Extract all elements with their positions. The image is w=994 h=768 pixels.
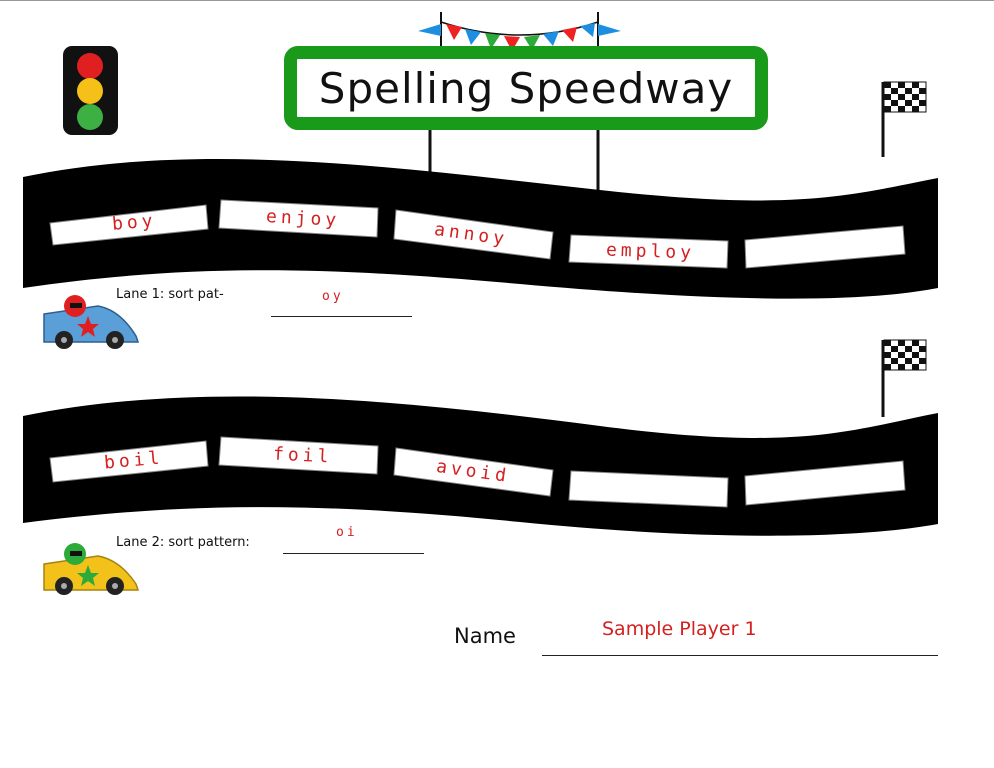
lane1-pattern-line: [271, 316, 412, 317]
word-box: [49, 204, 209, 246]
race-car-icon: [43, 543, 140, 595]
name-label: Name: [454, 624, 516, 648]
lane2-pattern-line: [283, 553, 424, 554]
word-box: [568, 234, 729, 269]
lane2-pattern: oi: [336, 525, 358, 540]
page-title: Spelling Speedway: [318, 63, 734, 113]
title-sign: Spelling Speedway: [284, 46, 768, 130]
lane1-pattern: oy: [322, 289, 344, 304]
lane2-label: Lane 2: sort pattern:: [116, 535, 250, 550]
checkered-flag-icon: [881, 81, 927, 157]
lane1-word-1: boy: [111, 210, 158, 235]
lane2-word-2: foil: [272, 443, 333, 468]
bunting-icon: [418, 12, 621, 54]
word-box: [393, 447, 554, 497]
word-box: [218, 199, 379, 238]
word-box: [744, 460, 906, 506]
lane1-word-2: enjoy: [265, 206, 341, 231]
race-car-icon: [43, 295, 140, 349]
lane1-label: Lane 1: sort pat-: [116, 287, 224, 302]
word-box: [218, 436, 379, 475]
word-box: [393, 209, 554, 260]
top-border: [0, 0, 994, 1]
name-line: [542, 655, 938, 656]
checkered-flag-icon: [881, 339, 927, 417]
lane1-word-4: employ: [605, 239, 696, 264]
traffic-light-icon: [63, 46, 118, 135]
name-value: Sample Player 1: [602, 618, 757, 640]
word-box: [568, 470, 729, 508]
word-box: [49, 440, 209, 483]
word-box: [744, 225, 906, 269]
